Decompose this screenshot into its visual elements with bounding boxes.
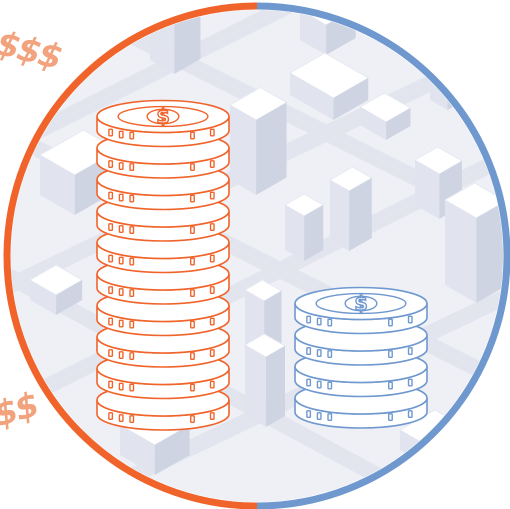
tall-coin-stack: $ <box>96 99 230 431</box>
building <box>243 333 287 427</box>
dollar-signs-bottom-decor: $$ <box>0 385 42 435</box>
coin-top: $ <box>96 99 230 148</box>
coin-dollar-symbol: $ <box>156 105 169 128</box>
coin-dollar-symbol: $ <box>354 292 367 315</box>
ring-left-orange <box>3 2 258 509</box>
building <box>328 166 373 251</box>
ring-right-blue <box>256 2 510 509</box>
building <box>358 92 412 140</box>
coin-top: $ <box>294 286 428 335</box>
building <box>283 193 325 261</box>
short-coin-stack: $ <box>294 286 428 429</box>
building <box>228 86 288 195</box>
building <box>28 264 84 315</box>
building <box>288 52 370 120</box>
dollar-signs-top-decor: $$$ <box>0 23 65 78</box>
building <box>443 182 503 303</box>
